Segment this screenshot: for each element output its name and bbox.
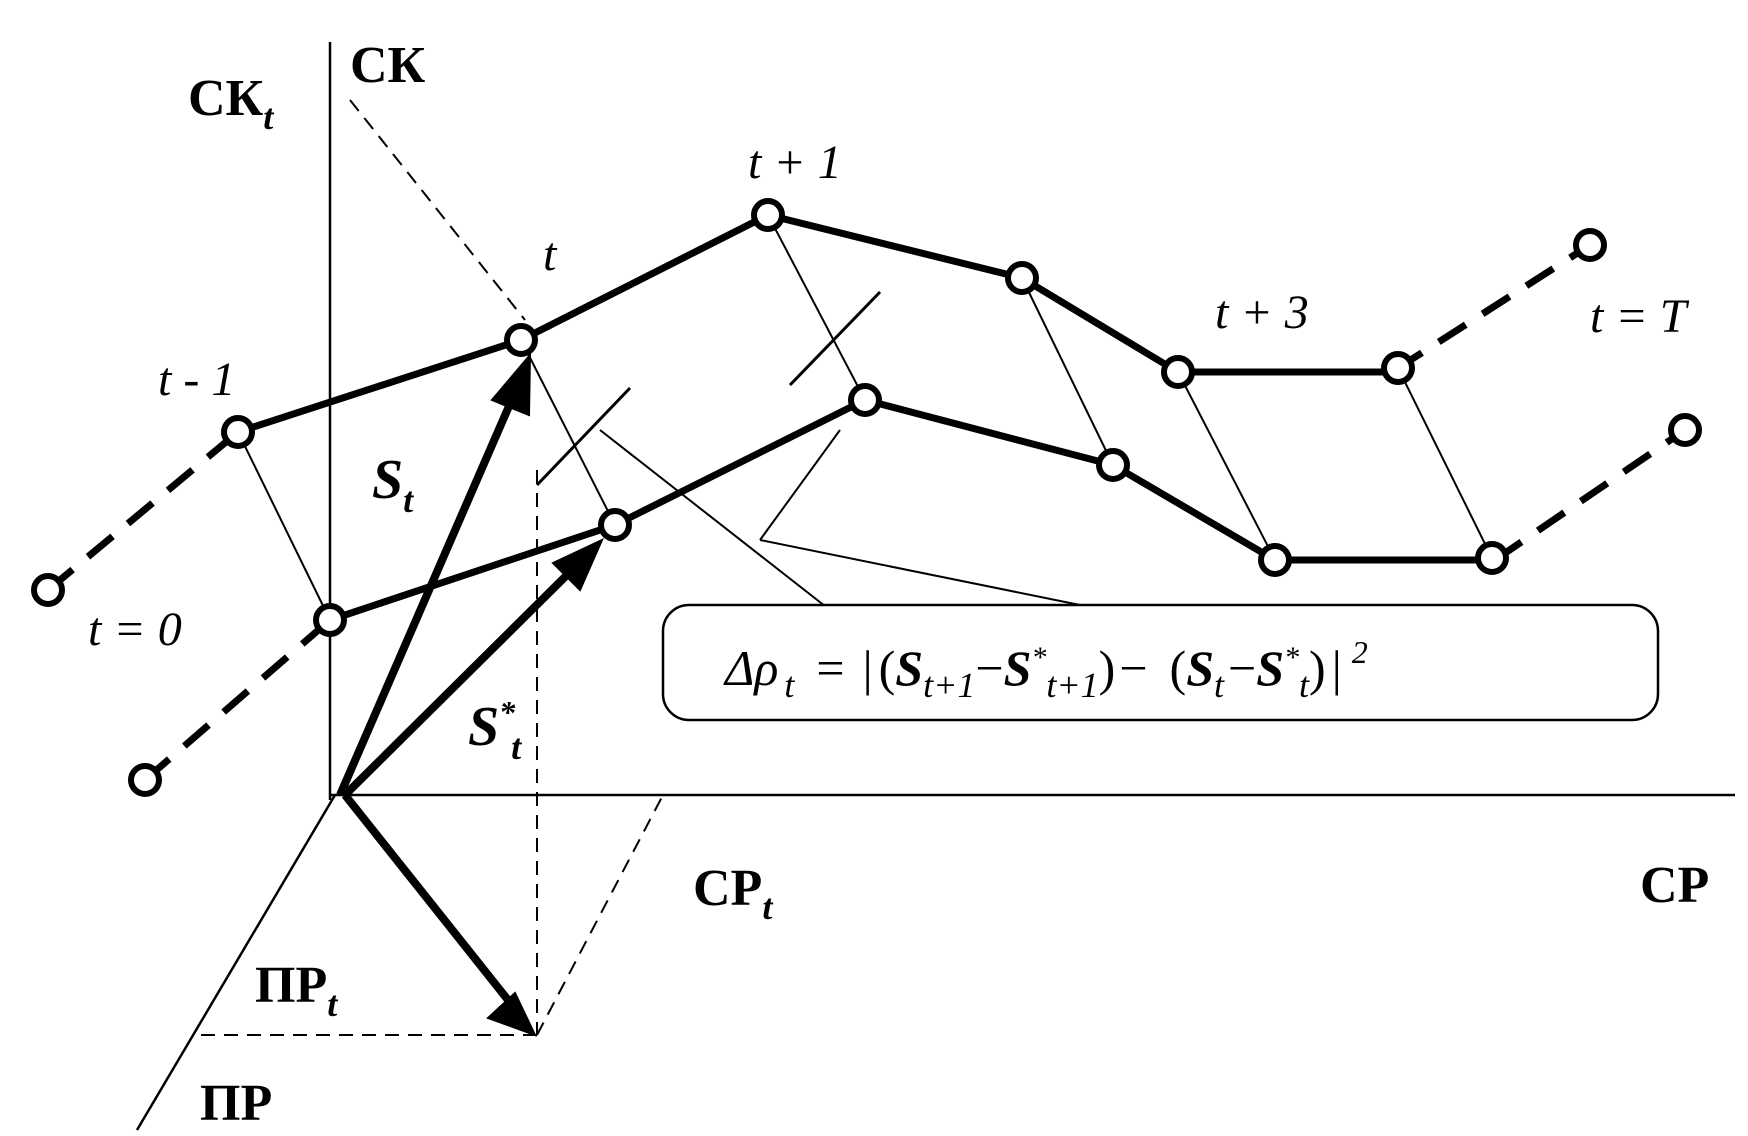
arrowhead-s-star-t: [551, 537, 604, 592]
projection-label-sk-t: СКt: [188, 70, 274, 137]
node-upper-t: [504, 323, 538, 357]
node-lower-t0: [313, 603, 347, 637]
trajectory-extensions: [45, 242, 1687, 783]
formula-box: [661, 603, 1660, 722]
node-upper-end: [1573, 228, 1607, 262]
node-upper-t-minus-1: [221, 415, 255, 449]
node-lower-t-plus-2: [1096, 448, 1130, 482]
node-lower-t: [598, 508, 632, 542]
arrowhead-pr: [486, 991, 537, 1037]
arrowhead-s-t: [490, 352, 532, 417]
vector-pr: [341, 792, 512, 1003]
projection-label-pr-t: ПРt: [255, 957, 338, 1024]
connector-lines: [237, 214, 1493, 621]
projection-dashed-lines: [200, 99, 664, 1036]
vector-label-s-star-t: S*t: [468, 694, 522, 767]
time-label-t0: t = 0: [88, 603, 182, 656]
node-start-upper: [31, 573, 65, 607]
trajectory-nodes: [31, 198, 1702, 797]
depth-axis: [135, 794, 337, 1131]
time-label-t-plus-3: t + 3: [1215, 286, 1309, 339]
axis-label-sr: СР: [1640, 857, 1709, 914]
target-trajectory: [328, 396, 1492, 624]
node-upper-t-plus-1: [751, 198, 785, 232]
node-start-lower: [128, 763, 162, 797]
node-lower-end: [1668, 413, 1702, 447]
time-label-t-plus-1: t + 1: [748, 136, 842, 189]
time-label-t: t: [543, 228, 558, 281]
axis-label-pr: ПР: [200, 1075, 272, 1132]
vector-s-t: [336, 388, 520, 797]
node-upper-t-plus-2: [1005, 261, 1039, 295]
node-lower-t-plus-3: [1258, 543, 1292, 577]
axis-label-sk: СК: [350, 37, 426, 94]
callout-pointers: [599, 429, 1081, 611]
vector-label-s-t: St: [372, 449, 414, 520]
arrowheads: [486, 352, 604, 1037]
time-label-t-T: t = T: [1590, 290, 1690, 343]
time-label-t-minus-1: t - 1: [158, 353, 235, 406]
actual-trajectory: [236, 211, 1398, 436]
node-lower-t-plus-1: [848, 383, 882, 417]
node-upper-t-plus-4: [1381, 351, 1415, 385]
node-upper-t-plus-3: [1161, 355, 1195, 389]
difference-tick-marks: [535, 290, 882, 487]
projection-label-sr-t: СРt: [693, 860, 773, 927]
vectors: [336, 388, 575, 1003]
vector-s-star-t: [342, 567, 575, 798]
node-lower-t-plus-4: [1475, 541, 1509, 575]
